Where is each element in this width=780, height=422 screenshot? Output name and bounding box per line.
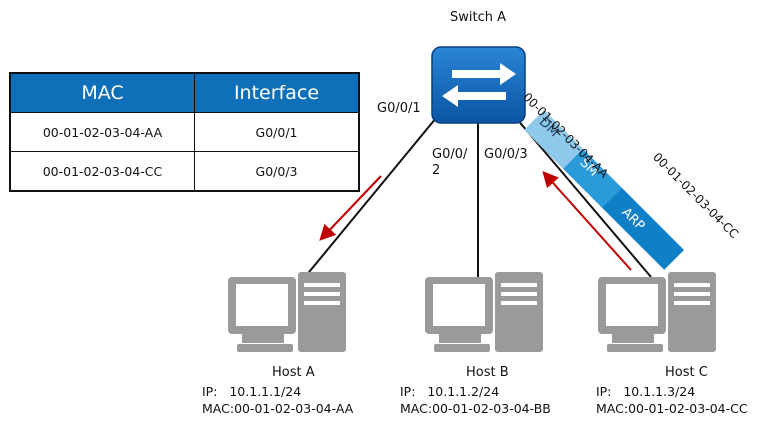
port-g0-0-2-line1: G0/0/ [432, 147, 468, 162]
host-a-ip: IP: 10.1.1.1/24 [202, 383, 301, 400]
port-g0-0-1: G0/0/1 [377, 101, 421, 116]
mac-value: 00-01-02-03-04-CC [628, 401, 748, 416]
arrow-from-host-c [542, 171, 632, 271]
interface-cell: G0/0/1 [194, 112, 360, 152]
ip-label: IP: [400, 384, 416, 399]
mac-address-table: MAC Interface 00-01-02-03-04-AA G0/0/1 0… [9, 72, 360, 192]
host-c-icon [598, 272, 716, 352]
frame-field-arp [601, 187, 685, 270]
ip-label: IP: [596, 384, 612, 399]
table-row: 00-01-02-03-04-CC G0/0/3 [9, 151, 360, 192]
interface-column-header: Interface [194, 72, 360, 113]
mac-value: 00-01-02-03-04-AA [234, 401, 354, 416]
link-host-a [304, 111, 442, 278]
mac-label: MAC: [400, 401, 433, 416]
host-a-name: Host A [272, 365, 315, 380]
mac-cell: 00-01-02-03-04-AA [9, 112, 195, 152]
arrow-to-host-a [319, 175, 382, 241]
host-c-ip: IP: 10.1.1.3/24 [596, 383, 695, 400]
host-a-icon [228, 272, 346, 352]
ethernet-frame [524, 110, 685, 270]
mac-cell: 00-01-02-03-04-CC [9, 151, 195, 192]
port-g0-0-2-line2: 2 [432, 163, 441, 178]
host-c-name: Host C [665, 365, 708, 380]
mac-label: MAC: [596, 401, 629, 416]
ip-label: IP: [202, 384, 218, 399]
mac-column-header: MAC [9, 72, 195, 113]
ip-value: 10.1.1.2/24 [427, 384, 500, 399]
switch-name: Switch A [450, 10, 507, 25]
port-g0-0-3: G0/0/3 [484, 147, 528, 162]
host-a-mac: MAC:00-01-02-03-04-AA [202, 400, 353, 417]
host-c-mac: MAC:00-01-02-03-04-CC [596, 400, 748, 417]
host-b-name: Host B [466, 365, 509, 380]
host-b-icon [425, 272, 543, 352]
table-row: 00-01-02-03-04-AA G0/0/1 [9, 112, 360, 152]
mac-value: 00-01-02-03-04-BB [432, 401, 551, 416]
mac-label: MAC: [202, 401, 235, 416]
host-b-ip: IP: 10.1.1.2/24 [400, 383, 499, 400]
frame-field-dm [524, 110, 583, 169]
ip-value: 10.1.1.1/24 [229, 384, 302, 399]
host-b-mac: MAC:00-01-02-03-04-BB [400, 400, 551, 417]
interface-cell: G0/0/3 [194, 151, 360, 192]
switch-icon [431, 46, 526, 124]
frame-field-sm [563, 148, 622, 208]
ip-value: 10.1.1.3/24 [623, 384, 696, 399]
